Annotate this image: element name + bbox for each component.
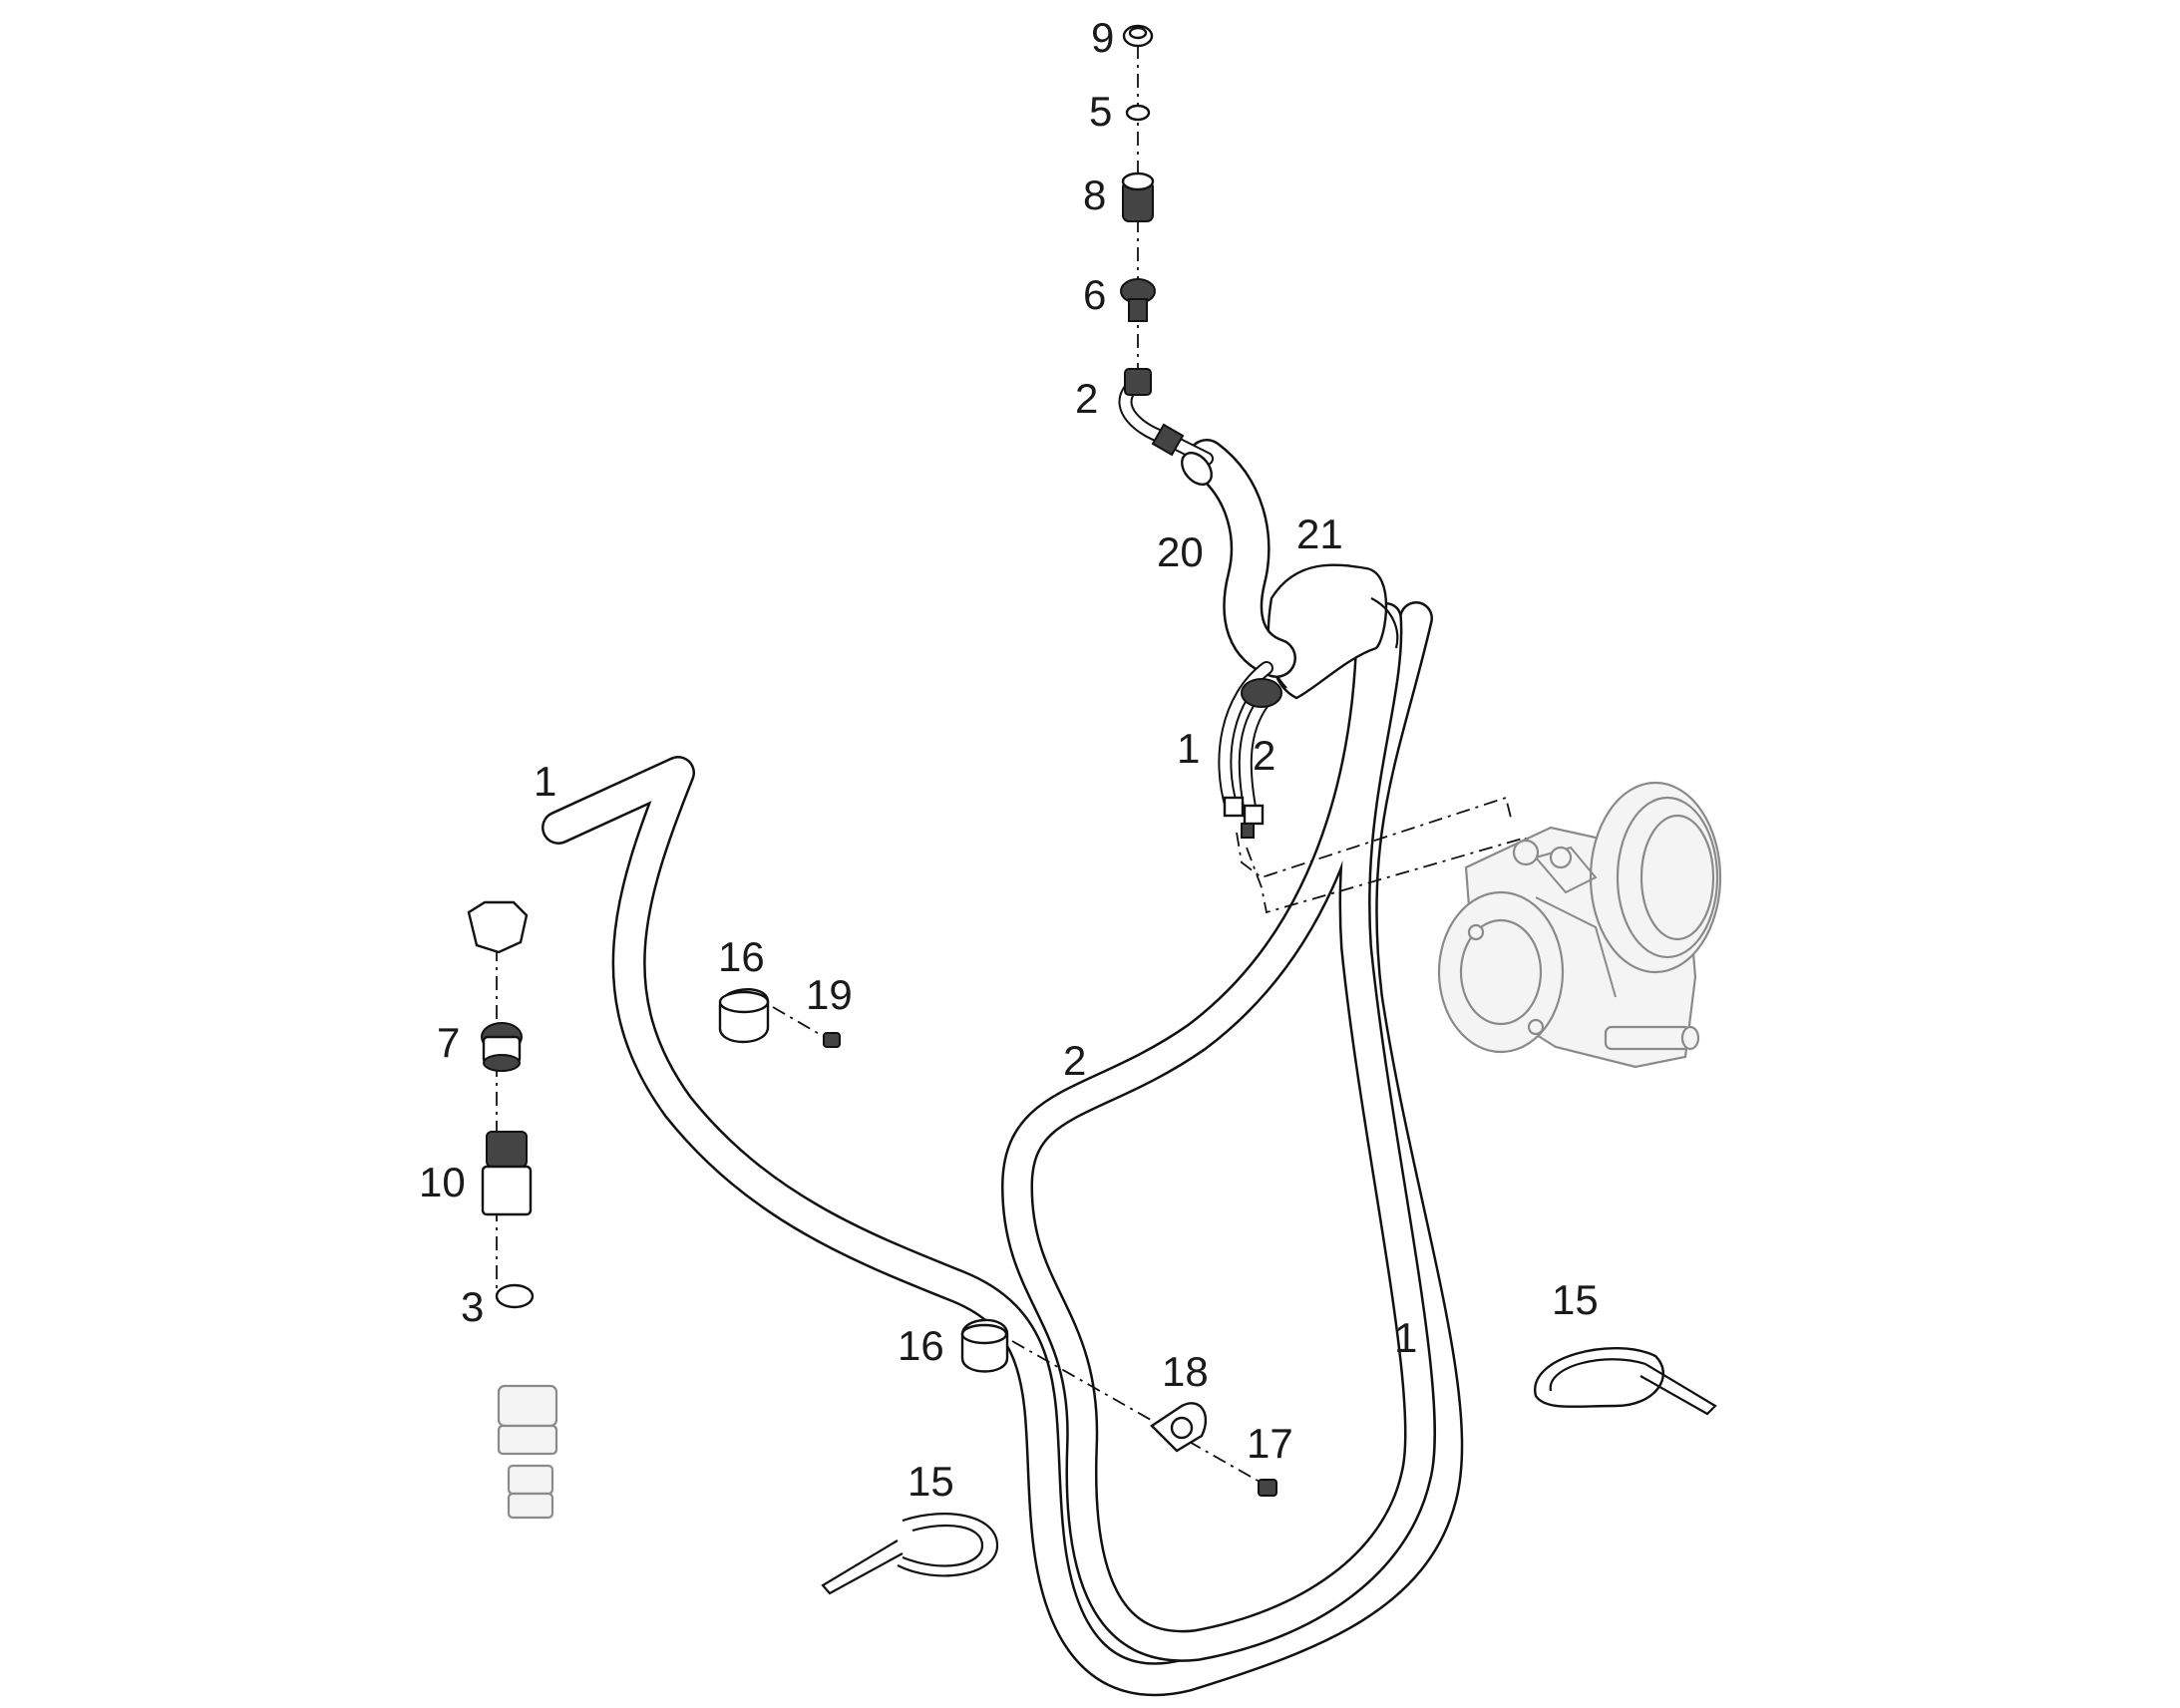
screw-17 [1258,1479,1277,1497]
callout-16-upper: 16 [718,933,765,980]
callout-8: 8 [1083,171,1106,218]
cable-tie-15-right [1534,1346,1717,1416]
left-fittings [467,900,558,1520]
o-ring-3 [495,1283,535,1309]
clamp-16-lower [960,1318,1268,1487]
callout-labels: 9 5 8 6 2 20 21 1 2 1 16 19 2 7 10 3 16 … [419,14,1599,1505]
callout-15-left: 15 [908,1458,954,1505]
top-fittings [1120,24,1156,396]
callout-3: 3 [461,1283,484,1330]
valve-core-8 [1121,171,1155,222]
callout-1-right: 1 [1394,1314,1417,1361]
callout-1-left: 1 [534,758,556,805]
pipe-junction [1218,661,1282,839]
callout-18: 18 [1162,1348,1209,1395]
hose-20 [1118,384,1296,678]
callout-10: 10 [419,1159,466,1205]
callout-16-lower: 16 [898,1322,944,1369]
nut-1-left [467,900,529,954]
switch-10 [481,1131,533,1216]
bracket-18 [1150,1402,1277,1497]
callout-6: 6 [1083,271,1106,318]
hose-2 [1001,602,1436,1662]
callout-9: 9 [1091,14,1114,61]
o-ring-5 [1125,104,1151,122]
callout-15-right: 15 [1552,1276,1599,1323]
hose-1 [542,601,1464,1697]
screw-19 [823,1032,841,1048]
fitting-7 [481,1022,523,1072]
callout-19: 19 [806,971,853,1018]
compressor [1437,781,1722,1069]
callout-7: 7 [437,1019,460,1066]
callout-2-top: 2 [1075,375,1098,422]
callout-2-mid: 2 [1253,732,1275,779]
cable-tie-15-left [821,1513,999,1595]
nut-2-top [1124,368,1152,396]
adapter-6 [1120,278,1156,322]
greyed-fittings [497,1384,558,1520]
callout-5: 5 [1089,88,1112,135]
callout-1-mid: 1 [1177,725,1200,772]
compressor-leaders [1236,796,1527,914]
callout-17: 17 [1247,1420,1293,1467]
clamp-16-upper [718,988,841,1048]
callout-21: 21 [1296,511,1343,557]
callout-2-low: 2 [1063,1037,1086,1084]
callout-20: 20 [1157,528,1204,575]
